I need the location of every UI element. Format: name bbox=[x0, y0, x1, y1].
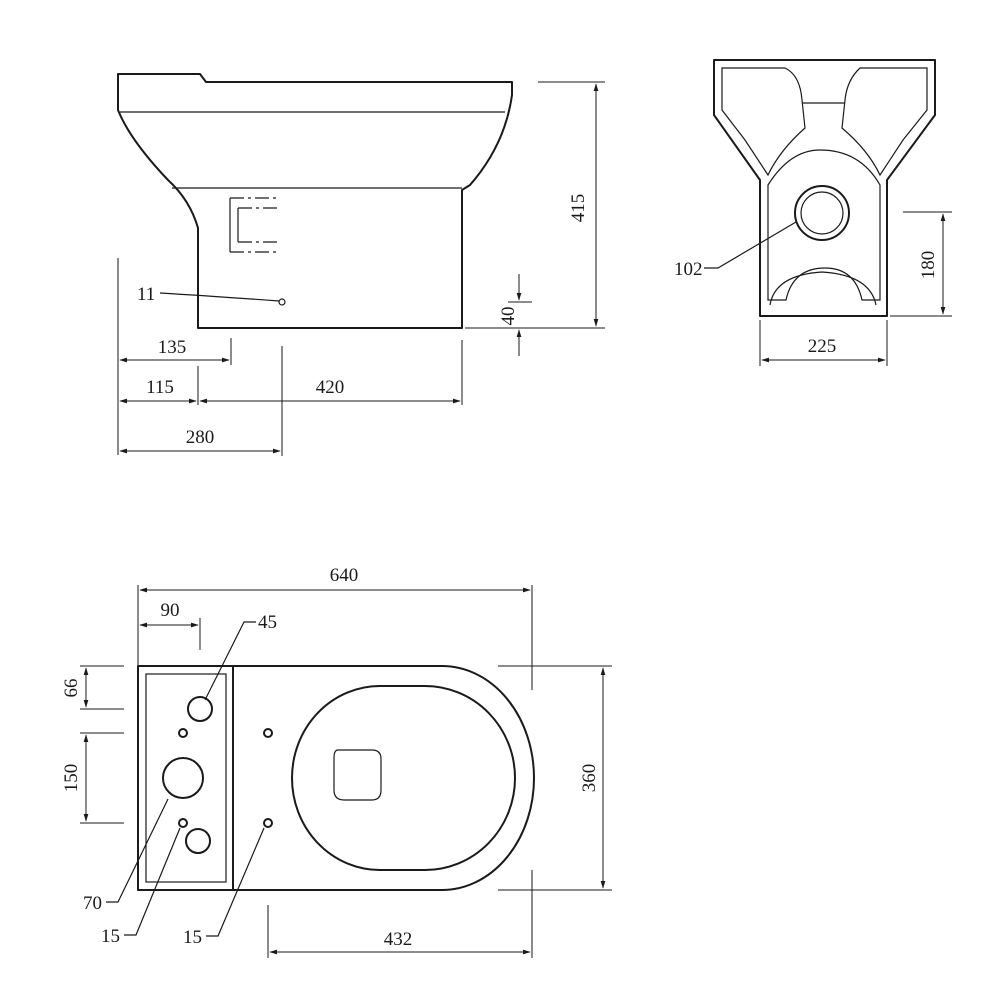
top-view-outline bbox=[137, 665, 535, 891]
dim-label-135: 135 bbox=[158, 337, 187, 358]
callout-102-label: 102 bbox=[674, 259, 703, 280]
rear-view-inner-right bbox=[841, 67, 928, 177]
callout-leader-15-a bbox=[124, 827, 181, 936]
dim-label-40: 40 bbox=[498, 307, 519, 326]
small-hole-lower bbox=[178, 818, 188, 828]
flush-hole bbox=[162, 757, 204, 799]
dim-label-280: 280 bbox=[186, 427, 215, 448]
rear-view: 102 180 225 bbox=[674, 59, 952, 366]
dim-label-150: 150 bbox=[61, 764, 82, 793]
callout-11-label: 11 bbox=[137, 284, 155, 305]
rear-view-inner-body bbox=[767, 149, 881, 301]
rear-view-outline bbox=[713, 59, 936, 317]
side-view-outline bbox=[117, 73, 513, 329]
outlet-inner-circle bbox=[800, 191, 844, 235]
outlet-outer-circle bbox=[794, 185, 850, 241]
callout-leader-15-b bbox=[206, 827, 265, 937]
callout-15-b-label: 15 bbox=[183, 927, 202, 948]
dim-label-90: 90 bbox=[161, 600, 180, 621]
lower-hole bbox=[185, 828, 211, 854]
callout-leader-70 bbox=[106, 798, 169, 903]
callout-70-label: 70 bbox=[83, 893, 102, 914]
side-view: 11 415 40 135 115 420 280 bbox=[117, 73, 605, 456]
hidden-inlet bbox=[229, 197, 280, 253]
dim-label-420: 420 bbox=[316, 377, 345, 398]
side-view-fixing-hole bbox=[278, 298, 286, 306]
rear-view-base-arch bbox=[769, 271, 877, 306]
callout-45-label: 45 bbox=[258, 612, 277, 633]
inlet-hole bbox=[187, 696, 213, 722]
dim-label-115: 115 bbox=[146, 377, 174, 398]
dim-label-225: 225 bbox=[808, 336, 837, 357]
top-view: 640 90 45 66 150 360 70 15 15 43 bbox=[61, 565, 612, 958]
dim-label-66: 66 bbox=[61, 679, 82, 698]
bolt-hole-upper bbox=[263, 728, 273, 738]
bowl-outline bbox=[291, 685, 516, 871]
dim-label-180: 180 bbox=[918, 251, 939, 280]
rear-view-inner-left bbox=[721, 67, 806, 177]
callout-leader-102 bbox=[704, 221, 797, 269]
dim-label-360: 360 bbox=[579, 764, 600, 793]
callout-leader-45 bbox=[204, 621, 256, 701]
bolt-hole-lower bbox=[263, 818, 273, 828]
callout-leader-11 bbox=[159, 292, 280, 302]
dim-label-432: 432 bbox=[384, 929, 413, 950]
dim-label-640: 640 bbox=[330, 565, 359, 586]
cistern-inner-box bbox=[145, 673, 227, 883]
small-hole-upper bbox=[178, 728, 188, 738]
bowl-outlet-shape bbox=[333, 749, 382, 801]
dim-label-415: 415 bbox=[568, 194, 589, 223]
callout-15-a-label: 15 bbox=[101, 926, 120, 947]
